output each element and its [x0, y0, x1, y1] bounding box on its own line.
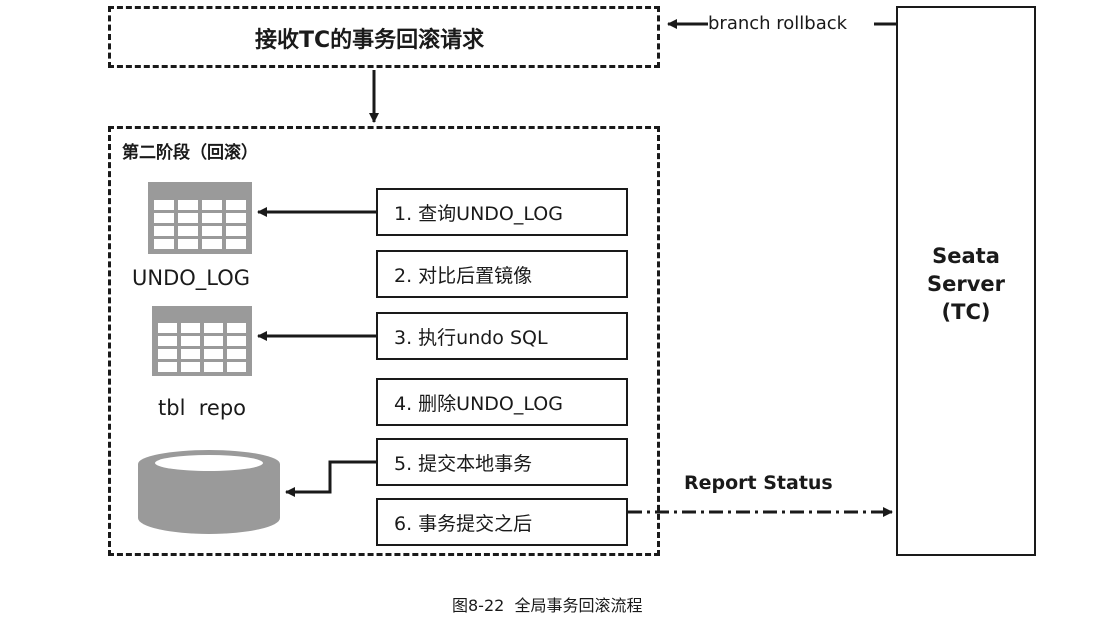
tbl-repo-table-icon [152, 306, 252, 376]
phase-two-frame [108, 126, 660, 556]
step-label: 4. 删除UNDO_LOG [394, 392, 563, 415]
step-compare-after-image: 2. 对比后置镜像 [376, 250, 628, 298]
report-status-label: Report Status [684, 472, 833, 494]
undo-log-table-label: UNDO_LOG [132, 266, 251, 290]
step-label: 3. 执行undo SQL [394, 326, 548, 349]
server-name-line: Server [926, 272, 1005, 296]
step-execute-undo-sql: 3. 执行undo SQL [376, 312, 628, 360]
step-label: 5. 提交本地事务 [394, 452, 533, 475]
server-name-line: Seata [932, 244, 1000, 268]
step-query-undo-log: 1. 查询UNDO_LOG [376, 188, 628, 236]
seata-server-label: Seata Server (TC) [898, 242, 1034, 326]
branch-rollback-label: branch rollback [708, 13, 848, 34]
step-label: 1. 查询UNDO_LOG [394, 202, 563, 225]
rollback-request-box [108, 6, 660, 68]
step-after-transaction-commit: 6. 事务提交之后 [376, 498, 628, 546]
undo-log-table-icon [148, 182, 252, 254]
step-label: 6. 事务提交之后 [394, 512, 533, 535]
rollback-request-label: 接收TC的事务回滚请求 [255, 28, 485, 53]
database-icon [138, 450, 280, 534]
step-delete-undo-log: 4. 删除UNDO_LOG [376, 378, 628, 426]
figure-caption: 图8-22 全局事务回滚流程 [452, 596, 643, 615]
step-label: 2. 对比后置镜像 [394, 264, 533, 287]
commit-to-database-arrow [285, 460, 376, 497]
tbl-repo-table-label: tbl repo [158, 396, 247, 420]
server-tc-line: (TC) [941, 300, 991, 324]
seata-server-box [896, 6, 1036, 556]
phase-two-label: 第二阶段（回滚） [122, 143, 258, 163]
step-commit-local-transaction: 5. 提交本地事务 [376, 438, 628, 486]
